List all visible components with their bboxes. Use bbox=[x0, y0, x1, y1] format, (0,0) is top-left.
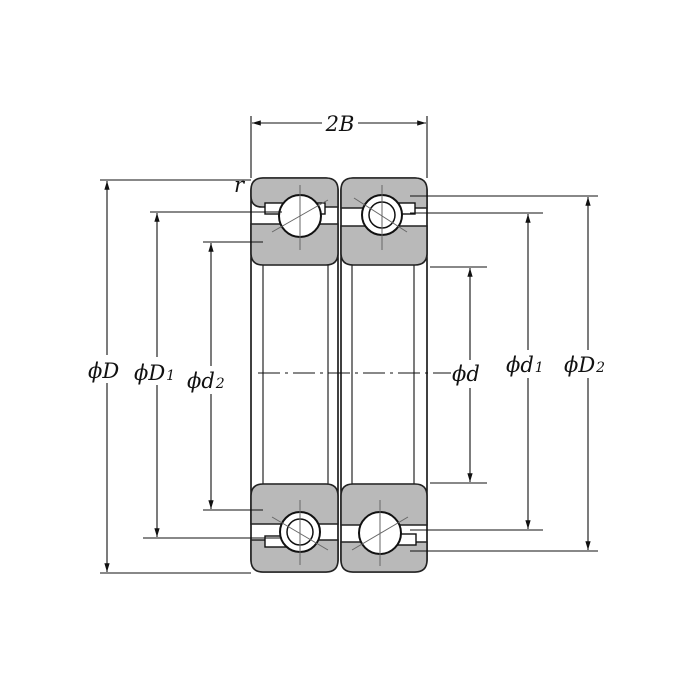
dimension-label: ϕ bbox=[134, 361, 148, 385]
dimension-label: ϕ bbox=[564, 353, 578, 377]
dimension-label: d bbox=[201, 369, 214, 393]
drawing-stroke bbox=[86, 355, 126, 383]
dimension-label: 1 bbox=[166, 368, 175, 384]
drawing-stroke bbox=[250, 483, 339, 525]
drawing-stroke bbox=[262, 264, 329, 485]
drawing-stroke bbox=[134, 357, 180, 385]
bottom-left-rings bbox=[250, 483, 339, 573]
bottom-right-rings bbox=[340, 483, 428, 573]
drawing-stroke bbox=[250, 539, 339, 573]
dimension-label: d bbox=[520, 353, 533, 377]
dimension-D1: ϕD1 bbox=[134, 211, 282, 539]
dimension-label: ϕ bbox=[506, 353, 520, 377]
drawing-stroke bbox=[271, 516, 329, 551]
dimension-d: ϕd bbox=[430, 266, 487, 484]
dimension-d1: ϕd1 bbox=[410, 212, 547, 531]
dimension-label: 2B bbox=[325, 112, 355, 136]
dimension-label: 2 bbox=[215, 376, 225, 392]
bearing-section bbox=[250, 177, 428, 573]
dimension-label: d bbox=[466, 362, 479, 386]
drawing-stroke bbox=[353, 197, 408, 233]
fillet-label: r bbox=[234, 173, 246, 197]
drawing-stroke bbox=[340, 225, 428, 266]
top-right-rings bbox=[340, 177, 428, 266]
dimension-label: 1 bbox=[535, 360, 544, 376]
dimension-label: ϕd bbox=[452, 362, 480, 386]
drawing-stroke bbox=[322, 110, 358, 136]
dimension-label: ϕD2 bbox=[564, 353, 605, 377]
drawing-stroke bbox=[340, 541, 428, 573]
drawing-stroke bbox=[250, 223, 339, 266]
drawing-stroke bbox=[351, 264, 415, 485]
drawing-stroke bbox=[340, 177, 428, 209]
drawing-stroke bbox=[451, 360, 485, 388]
dimension-label: ϕ bbox=[452, 362, 466, 386]
dimension-label: D bbox=[101, 359, 119, 383]
dimension-label: ϕD1 bbox=[134, 361, 175, 385]
dimension-label: ϕd1 bbox=[506, 353, 544, 377]
dimension-label: D bbox=[577, 353, 595, 377]
dimension-label: 2 bbox=[595, 360, 605, 376]
dimension-label: ϕ bbox=[88, 359, 102, 383]
drawing-stroke bbox=[250, 177, 339, 208]
dimension-label: ϕ bbox=[187, 369, 201, 393]
drawing-stroke bbox=[563, 350, 609, 378]
drawing-stroke bbox=[340, 483, 428, 526]
dimension-2B: 2B bbox=[250, 110, 428, 178]
drawing-stroke bbox=[505, 350, 547, 378]
dimension-label: ϕd2 bbox=[187, 369, 225, 393]
dimension-d2: ϕd2 bbox=[186, 241, 263, 511]
dimension-D: ϕD bbox=[86, 179, 251, 574]
drawing-stroke bbox=[351, 516, 409, 551]
drawing-stroke bbox=[186, 366, 228, 394]
top-left-rings bbox=[250, 177, 339, 266]
drawing-stroke bbox=[271, 199, 329, 233]
dimension-label: D bbox=[147, 361, 165, 385]
dimension-D2: ϕD2 bbox=[410, 195, 609, 552]
dimension-label: ϕD bbox=[88, 359, 119, 383]
